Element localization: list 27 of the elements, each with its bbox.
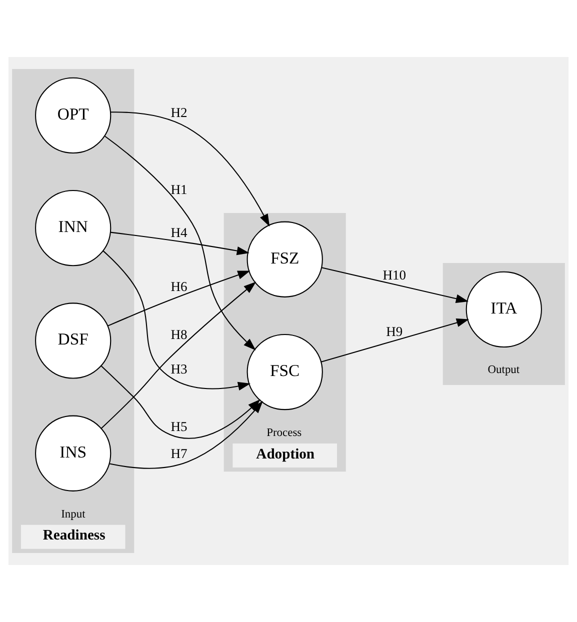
edge-label: H2 [170, 104, 188, 120]
edge-label: H10 [382, 268, 406, 283]
arrow [101, 282, 256, 429]
arrow [322, 267, 469, 303]
arrow [110, 400, 263, 469]
edge-label: H4 [170, 224, 188, 240]
edge-label: H8 [170, 327, 188, 342]
edge-label: H6 [170, 279, 188, 294]
arrow [321, 318, 470, 362]
edge-label: H9 [386, 324, 403, 339]
node-label: Adoption [256, 446, 315, 462]
node-circle: INS [35, 415, 112, 492]
node-circle: ITA [466, 271, 542, 348]
edge-label: H7 [170, 446, 188, 461]
arrow [102, 250, 251, 390]
node-circle: INN [35, 190, 112, 266]
node-circle: DSF [35, 302, 112, 379]
node-label: Readiness [42, 528, 106, 544]
edge-label: H1 [170, 182, 188, 198]
arrow [110, 232, 250, 256]
node-circle: FSZ [246, 221, 323, 298]
arrow [110, 112, 270, 227]
node-circle: OPT [35, 77, 112, 154]
arrow [107, 270, 250, 326]
edge-label: H3 [170, 361, 188, 376]
arrow [104, 136, 256, 350]
edge-label: H5 [170, 418, 188, 434]
